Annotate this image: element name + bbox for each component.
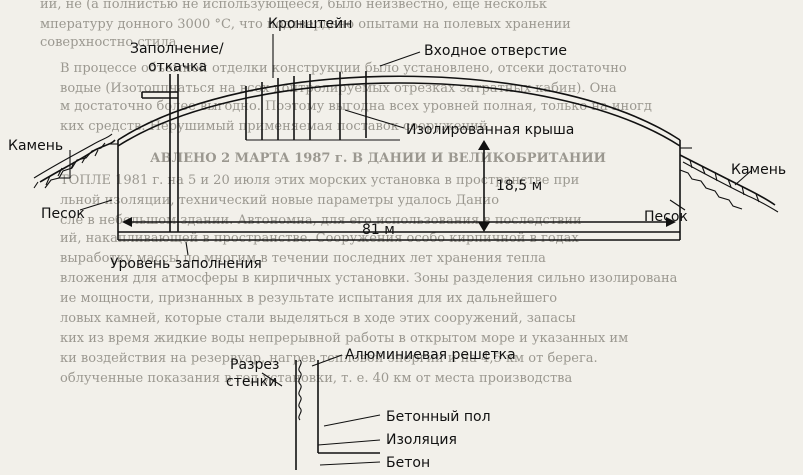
leader-lines <box>58 34 753 256</box>
background-text: ий, не (а полнистью не использующееся, б… <box>40 0 678 386</box>
fill-level-label: Уровень заполнения <box>110 256 262 272</box>
background-text-line: водые (Изотоппчаться на всех контролируе… <box>60 81 617 96</box>
background-text-line: льной изоляции, технический новые параме… <box>60 193 499 208</box>
background-text-line: ловых камней, которые стали выделяться в… <box>60 311 576 326</box>
sand-right-label: Песок <box>644 209 688 225</box>
wall-section-label: Разрез стенки <box>226 357 284 390</box>
roof-brackets <box>245 71 400 141</box>
background-text-line: ий, не (а полнистью не использующееся, б… <box>40 0 547 12</box>
background-text-line: АВЛЕНО 2 МАРТА 1987 г. В ДАНИИ И ВЕЛИКОБ… <box>150 151 606 166</box>
width-dimension <box>122 217 676 227</box>
concrete-label: Бетон <box>386 455 430 471</box>
background-text-line: мпературу донного 3000 °С, что подтверде… <box>40 17 571 32</box>
stone-right-label: Камень <box>731 162 786 178</box>
aluminum-grid-label: Алюминиевая решетка <box>345 347 516 363</box>
fill-pump-label: Заполнение/ откачка <box>130 41 228 75</box>
background-text-line: соверхностно стила <box>40 35 177 50</box>
insulated-roof-label: Изолированная крыша <box>406 122 574 138</box>
background-text-line: ки воздействия на резервуар, нагрев тепл… <box>60 351 598 366</box>
bracket-label: Кронштейн <box>268 16 352 32</box>
background-text-line: ие мощности, признанных в результате исп… <box>60 291 557 306</box>
stone-left-label: Камень <box>8 138 63 154</box>
height-dimension <box>478 140 490 232</box>
concrete-floor-label: Бетонный пол <box>386 409 491 425</box>
insulated-roof-outer <box>117 75 681 141</box>
sand-left-label: Песок <box>41 206 85 222</box>
background-text-line: облученные показания в год установки, т.… <box>60 371 572 386</box>
background-text-line: ких из время жидкие воды непрерывной раб… <box>60 331 628 346</box>
background-text-line: вложения для атмосферы в кирпичных устан… <box>60 271 678 286</box>
background-text-line: ий, накапливающей в пространстве. Сооруж… <box>60 231 579 246</box>
background-text-line: В процессе объемной отделки конструкции … <box>60 61 627 76</box>
background-text-line: м достаточно более выгодно. Поэтому выго… <box>60 99 652 114</box>
insulated-roof-inner <box>117 82 681 147</box>
fill-pump-pipe <box>141 74 179 232</box>
height-label: 18,5 м <box>496 178 542 194</box>
background-text-line: сле в небольшом здании. Автономна, для е… <box>60 213 582 228</box>
background-text-line: выработку массы по многим в течении посл… <box>60 251 546 266</box>
stone-right-slope <box>679 154 779 213</box>
insulation-label: Изоляция <box>386 432 457 448</box>
wall-section-detail <box>261 354 381 470</box>
width-label: 81 м <box>362 222 395 238</box>
stone-left-slope <box>33 133 116 189</box>
inlet-label: Входное отверстие <box>424 43 567 59</box>
background-text-line: ких средств. Нерушимый применяемая поста… <box>60 119 488 134</box>
background-text-line: ТОПЛЕ 1981 г. на 5 и 20 июля этих морски… <box>60 173 579 188</box>
